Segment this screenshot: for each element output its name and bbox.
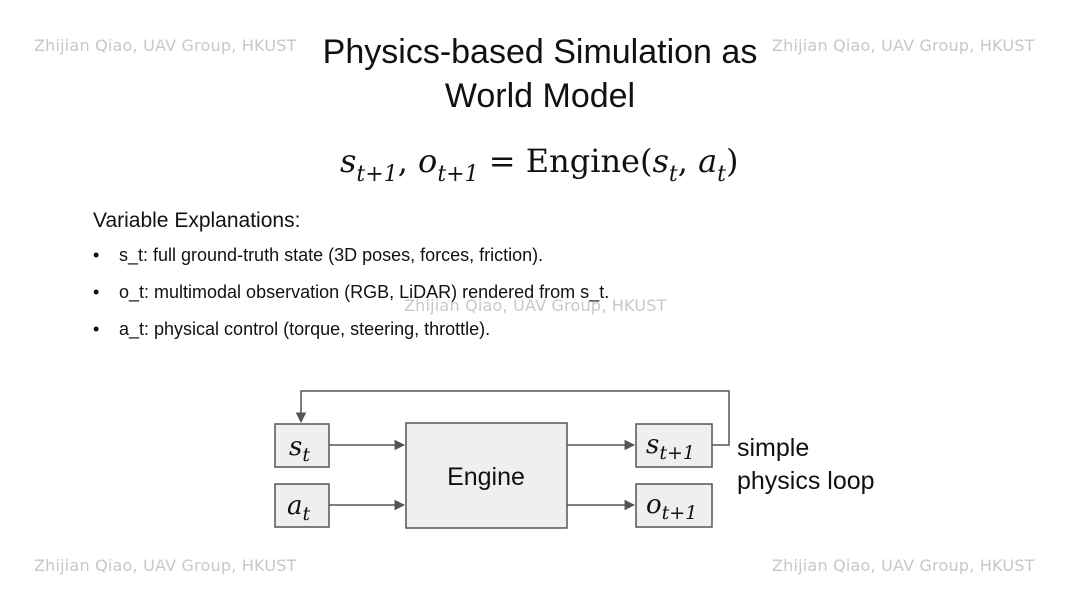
formula-close: ) — [726, 142, 739, 180]
formula-arg-s: s — [652, 142, 669, 180]
explanation-item: a_t: physical control (torque, steering,… — [93, 318, 609, 355]
formula-s-sub: t+1 — [356, 162, 398, 187]
loop-label-line-2: physics loop — [737, 467, 875, 495]
formula-arg-s-sub: t — [668, 162, 678, 187]
watermark-center: Zhijian Qiao, UAV Group, HKUST — [404, 296, 667, 315]
formula-engine: Engine( — [525, 142, 653, 180]
explanation-item: s_t: full ground-truth state (3D poses, … — [93, 244, 609, 281]
loop-label-line-1: simple — [737, 434, 810, 462]
state-output-box — [635, 423, 713, 468]
title-line-1: Physics-based Simulation as — [322, 33, 758, 71]
engine-box — [405, 422, 568, 529]
formula-comma-1: , — [397, 142, 419, 180]
formula-equals: = — [478, 142, 526, 180]
state-input-label: st — [289, 432, 310, 466]
formula-arg-a: a — [698, 142, 718, 180]
action-input-label: at — [287, 491, 311, 525]
formula-o-sub: t+1 — [437, 162, 479, 187]
formula-s: s — [340, 142, 357, 180]
state-output-label: st+1 — [646, 430, 695, 464]
slide-title: Physics-based Simulation as World Model — [300, 30, 780, 118]
observation-output-label: ot+1 — [646, 490, 697, 524]
watermark-bottom-right: Zhijian Qiao, UAV Group, HKUST — [772, 556, 1035, 575]
world-model-formula: st+1, ot+1 = Engine(st, at) — [340, 142, 750, 192]
watermark-top-right: Zhijian Qiao, UAV Group, HKUST — [772, 36, 1035, 55]
watermark-bottom-left: Zhijian Qiao, UAV Group, HKUST — [34, 556, 297, 575]
formula-comma-2: , — [677, 142, 699, 180]
title-line-2: World Model — [444, 77, 636, 115]
action-input-box — [274, 483, 330, 528]
watermark-top-left: Zhijian Qiao, UAV Group, HKUST — [34, 36, 297, 55]
formula-arg-a-sub: t — [717, 162, 726, 187]
explanations-list: s_t: full ground-truth state (3D poses, … — [93, 244, 609, 355]
explanation-item: o_t: multimodal observation (RGB, LiDAR)… — [93, 281, 609, 318]
feedback-loop-arrow — [295, 390, 730, 446]
engine-label: Engine — [447, 463, 525, 491]
explanations-heading: Variable Explanations: — [93, 209, 301, 232]
formula-o: o — [418, 142, 438, 180]
observation-output-box — [635, 483, 713, 528]
physics-loop-label: simple physics loop — [737, 432, 875, 498]
